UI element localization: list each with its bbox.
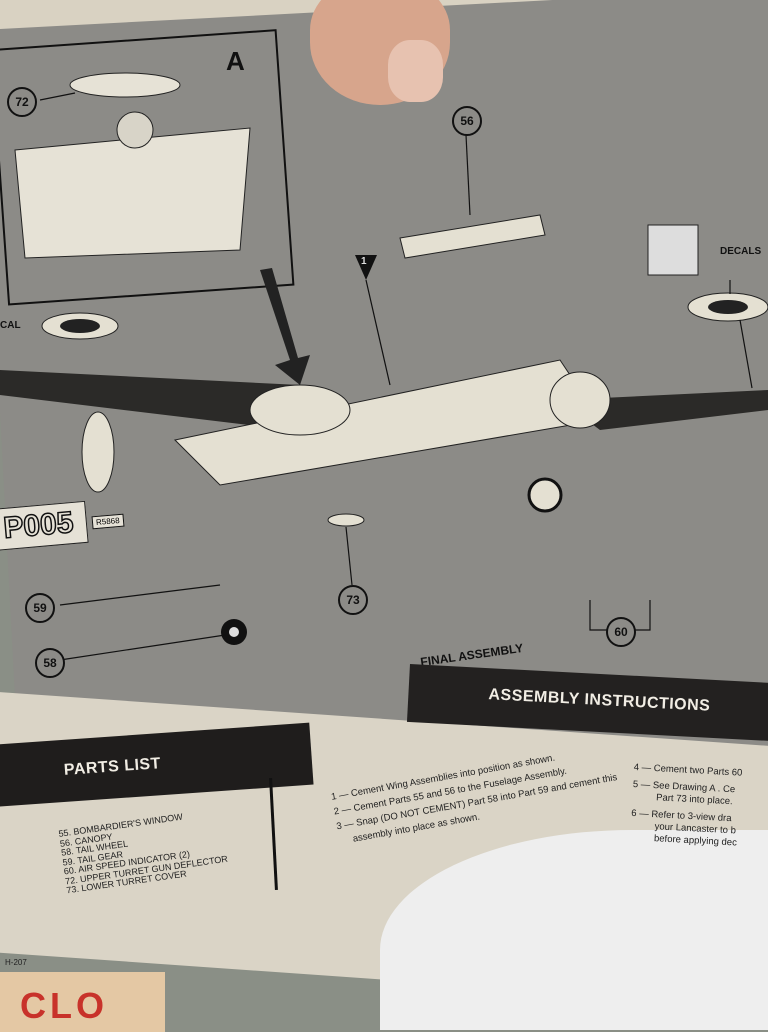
drawing-a-label: A xyxy=(226,46,245,76)
assembly-instructions-title: ASSEMBLY INSTRUCTIONS xyxy=(488,686,711,715)
decal-code: P005 xyxy=(0,500,89,552)
callout-73: 73 xyxy=(338,585,368,615)
arrow xyxy=(260,268,310,385)
canopy-part xyxy=(399,214,546,259)
step-marker xyxy=(355,255,377,280)
lower-turret-cover xyxy=(327,513,365,527)
fuselage-section-drawing xyxy=(14,127,251,259)
callout-60: 60 xyxy=(606,617,636,647)
upper-turret-drawing xyxy=(116,111,154,149)
right-wing xyxy=(560,390,768,430)
decals-label: DECALS xyxy=(720,246,762,257)
turret-deflector-drawing xyxy=(69,72,181,98)
roundel-right xyxy=(708,300,748,314)
nose xyxy=(549,371,611,429)
engine-nacelle xyxy=(249,384,351,436)
serial-decal: R5868 xyxy=(91,513,125,530)
step-marker-label: 1 xyxy=(361,256,367,267)
sheet-code: H-207 xyxy=(5,958,27,967)
callout-72: 72 xyxy=(7,87,37,117)
left-wing xyxy=(0,370,300,430)
card-text: CLO xyxy=(20,985,108,1026)
parts-list-title: PARTS LIST xyxy=(63,755,162,779)
thumbnail xyxy=(388,40,443,102)
decal-label-left: CAL xyxy=(0,320,21,331)
callout-59: 59 xyxy=(25,593,55,623)
callout-56: 56 xyxy=(452,106,482,136)
roundel-left xyxy=(60,319,100,333)
assembly-steps-right: 4 — Cement two Parts 60 5 — See Drawing … xyxy=(630,762,768,851)
main-wheel xyxy=(527,477,563,513)
aircraft-diagram xyxy=(0,29,768,661)
tail-fin xyxy=(81,411,115,493)
decal-sheet xyxy=(647,224,699,276)
drawing-a-frame xyxy=(0,29,295,306)
callout-58: 58 xyxy=(35,648,65,678)
card xyxy=(0,972,165,1032)
